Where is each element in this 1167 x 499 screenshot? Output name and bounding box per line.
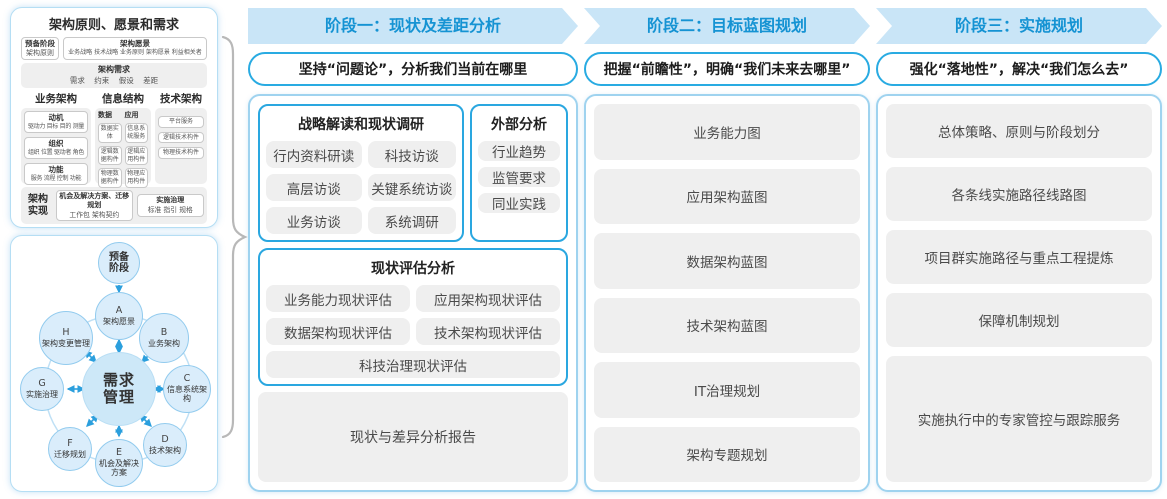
architecture-realization-row: 架构 实现 机会及解决方案、迁移规划 工作包 架构契约 实施治理 标准 指引 规… [21, 186, 207, 225]
current-state-assessment-section: 现状评估分析 业务能力现状评估 应用架构现状评估 数据架构现状评估 技术架构现状… [258, 248, 568, 386]
survey-item: 关键系统访谈 [367, 174, 456, 201]
technical-architecture-column: 技术架构 平台服务 逻辑技术构件 物理技术构件 [155, 91, 207, 184]
blueprint-item: IT治理规划 [594, 362, 860, 418]
prep-vision-row: 预备阶段 架构原则 架构愿景 业务战略 技术战略 业务原则 架构愿景 利益相关者 [21, 37, 207, 61]
info-system-service-box: 信息系统服务 [124, 123, 148, 143]
blueprint-item: 应用架构蓝图 [594, 168, 860, 224]
blueprint-item: 业务能力图 [594, 104, 860, 160]
phase3-content-panel: 总体策略、原则与阶段划分 各条线实施路径线路图 项目群实施路径与重点工程提炼 保… [876, 94, 1162, 492]
blueprint-item: 数据架构蓝图 [594, 233, 860, 289]
blueprint-item: 技术架构蓝图 [594, 297, 860, 353]
blueprint-item: 架构专题规划 [594, 426, 860, 482]
survey-item: 科技访谈 [367, 141, 456, 168]
vision-items: 业务战略 技术战略 业务原则 架构愿景 利益相关者 [68, 49, 202, 57]
phase-c-circle: C 信息系统架构 [163, 365, 211, 413]
requirements-title: 架构需求 [98, 65, 130, 75]
motivation-box: 动机 驱动力 目标 目的 测量 [24, 110, 88, 133]
implementation-governance-box: 实施治理 标准 指引 规格 [136, 194, 204, 217]
realization-label: 架构 实现 [28, 194, 48, 217]
architecture-vision-box: 架构愿景 业务战略 技术战略 业务原则 架构愿景 利益相关者 [63, 37, 207, 61]
assessment-item: 业务能力现状评估 [266, 285, 410, 312]
phase-f-circle: F 迁移规划 [48, 427, 92, 471]
organization-box: 组织 组织 位置 驱动者 角色 [24, 136, 88, 159]
phase-e-circle: E 机会及解决方案 [95, 439, 143, 487]
external-item: 行业趋势 [478, 141, 560, 161]
architecture-overview-panel: 架构原则、愿景和需求 预备阶段 架构原则 架构愿景 业务战略 技术战略 业务原则… [10, 7, 218, 228]
phase2-column: 阶段二：目标蓝图规划 把握“前瞻性”，明确“我们未来去哪里” 业务能力图 应用架… [584, 8, 870, 492]
phase2-content-panel: 业务能力图 应用架构蓝图 数据架构蓝图 技术架构蓝图 IT治理规划 架构专题规划 [584, 94, 870, 492]
phase-d-circle: D 技术架构 [143, 423, 187, 467]
architecture-domains-row: 业务架构 动机 驱动力 目标 目的 测量 组织 组织 位置 驱动者 角色 功能 … [21, 91, 207, 188]
data-subcolumn: 数据 数据实体 逻辑数据构件 物理数据构件 [98, 111, 122, 188]
external-analysis-section: 外部分析 行业趋势 监管要求 同业实践 [470, 104, 568, 242]
physical-data-box: 物理数据构件 [98, 168, 122, 188]
phase2-subtitle: 把握“前瞻性”，明确“我们未来去哪里” [584, 52, 870, 86]
assessment-item: 技术架构现状评估 [416, 318, 560, 345]
physical-app-box: 物理应用构件 [124, 168, 148, 188]
prep-stage-item: 架构原则 [26, 49, 54, 58]
survey-item: 行内资料研读 [266, 141, 362, 168]
information-structure-column: 信息结构 数据 数据实体 逻辑数据构件 物理数据构件 应用 信息系统服务 逻辑应… [95, 91, 151, 188]
phases-container: 阶段一：现状及差距分析 坚持“问题论”，分析我们当前在哪里 战略解读和现状调研 … [248, 8, 1162, 492]
data-entity-box: 数据实体 [98, 123, 122, 143]
business-architecture-title: 业务架构 [35, 92, 77, 105]
survey-item: 系统调研 [367, 207, 456, 234]
implementation-item-tall: 实施执行中的专家管控与跟踪服务 [886, 356, 1152, 482]
strategy-survey-section: 战略解读和现状调研 行内资料研读 科技访谈 高层访谈 关键系统访谈 业务访谈 系… [258, 104, 464, 242]
business-architecture-column: 业务架构 动机 驱动力 目标 目的 测量 组织 组织 位置 驱动者 角色 功能 … [21, 91, 91, 185]
phase-b-circle: B 业务架构 [139, 313, 189, 363]
gap-analysis-report-box: 现状与差异分析报告 [258, 392, 568, 482]
assessment-item: 数据架构现状评估 [266, 318, 410, 345]
phase-h-circle: H 架构变更管理 [39, 311, 93, 365]
phase1-header-band: 阶段一：现状及差距分析 [248, 8, 578, 44]
prep-stage-title: 预备阶段 [25, 39, 55, 48]
survey-item: 业务访谈 [266, 207, 362, 234]
logical-tech-box: 逻辑技术构件 [158, 131, 204, 144]
technical-architecture-title: 技术架构 [160, 92, 202, 105]
implementation-item: 保障机制规划 [886, 293, 1152, 347]
information-structure-title: 信息结构 [102, 92, 144, 105]
phase2-header-band: 阶段二：目标蓝图规划 [584, 8, 870, 44]
platform-service-box: 平台服务 [158, 115, 204, 128]
requirements-management-circle: 需求 管理 [82, 352, 156, 426]
prep-stage-box: 预备阶段 架构原则 [21, 37, 59, 61]
implementation-item: 项目群实施路径与重点工程提炼 [886, 230, 1152, 284]
external-item: 监管要求 [478, 167, 560, 187]
phase1-column: 阶段一：现状及差距分析 坚持“问题论”，分析我们当前在哪里 战略解读和现状调研 … [248, 8, 578, 492]
phase-a-circle: A 架构愿景 [95, 292, 143, 340]
implementation-item: 总体策略、原则与阶段划分 [886, 104, 1152, 158]
curly-brace-icon [221, 36, 248, 438]
phase1-subtitle: 坚持“问题论”，分析我们当前在哪里 [248, 52, 578, 86]
application-subcolumn: 应用 信息系统服务 逻辑应用构件 物理应用构件 [124, 111, 148, 188]
phase3-column: 阶段三：实施规划 强化“落地性”，解决“我们怎么去” 总体策略、原则与阶段划分 … [876, 8, 1162, 492]
physical-tech-box: 物理技术构件 [158, 147, 204, 160]
opportunities-migration-box: 机会及解决方案、迁移规划 工作包 架构契约 [56, 189, 133, 222]
function-box: 功能 服务 流程 控制 功能 [24, 162, 88, 185]
logical-app-box: 逻辑应用构件 [124, 145, 148, 166]
phase1-content-panel: 战略解读和现状调研 行内资料研读 科技访谈 高层访谈 关键系统访谈 业务访谈 系… [248, 94, 578, 492]
phase3-header-band: 阶段三：实施规划 [876, 8, 1162, 44]
external-item: 同业实践 [478, 193, 560, 213]
prep-stage-circle: 预备 阶段 [98, 242, 140, 284]
vision-title: 架构愿景 [120, 39, 150, 48]
adm-cycle-panel: 预备 阶段 需求 管理 A 架构愿景 B 业务架构 C 信息系统架构 D 技术架… [10, 235, 218, 492]
survey-item: 高层访谈 [266, 174, 362, 201]
assessment-item-full: 科技治理现状评估 [266, 351, 560, 378]
logical-data-box: 逻辑数据构件 [98, 145, 122, 166]
phase3-subtitle: 强化“落地性”，解决“我们怎么去” [876, 52, 1162, 86]
assessment-item: 应用架构现状评估 [416, 285, 560, 312]
panel-title: 架构原则、愿景和需求 [48, 18, 179, 33]
architecture-requirements-box: 架构需求 需求 约束 假设 差距 [21, 63, 207, 88]
phase-g-circle: G 实施治理 [20, 367, 64, 411]
implementation-item: 各条线实施路径线路图 [886, 167, 1152, 221]
requirements-items: 需求 约束 假设 差距 [69, 76, 159, 86]
